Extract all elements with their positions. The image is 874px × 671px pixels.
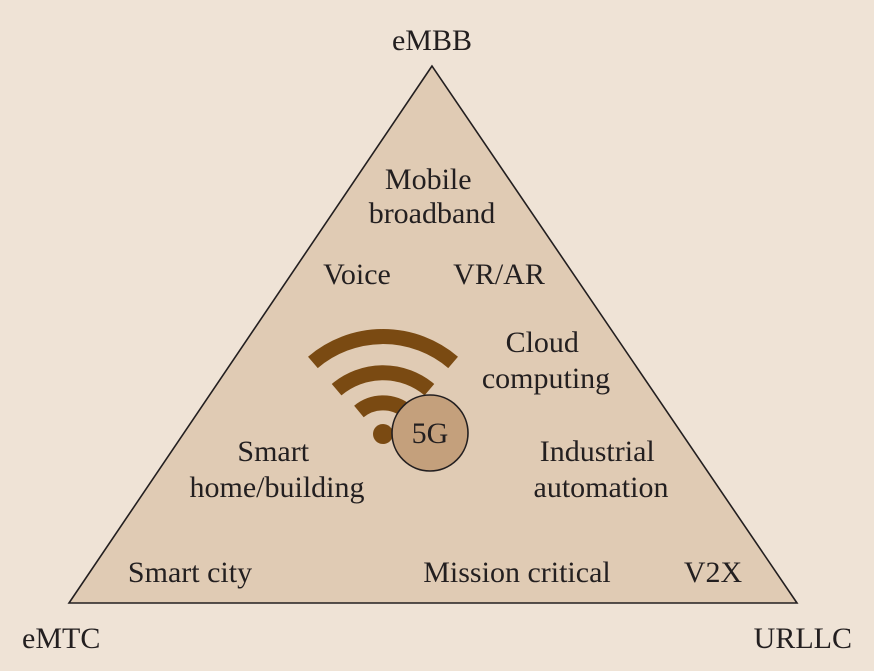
label-smart-city: Smart city: [128, 556, 252, 589]
label-v2x: V2X: [684, 556, 743, 589]
label-mobile-broadband: Mobile broadband: [369, 163, 496, 230]
wifi-dot-icon: [373, 424, 393, 444]
label-smart-home-building: Smart home/building: [190, 435, 365, 504]
label-cloud-computing-line2: computing: [482, 362, 610, 395]
label-mobile-broadband-line2: broadband: [369, 197, 496, 230]
label-cloud-computing: Cloud computing: [482, 326, 610, 395]
label-voice: Voice: [323, 258, 391, 291]
5g-badge: [391, 394, 469, 472]
corner-label-embb: eMBB: [392, 24, 472, 57]
wifi-arc-middle-icon: [331, 365, 435, 396]
wifi-arc-outer-icon: [308, 329, 458, 369]
label-vr-ar: VR/AR: [453, 258, 545, 291]
label-mobile-broadband-line1: Mobile: [385, 163, 472, 196]
usage-triangle: [67, 64, 799, 604]
corner-label-urllc: URLLC: [754, 622, 852, 655]
label-industrial-automation: Industrial automation: [534, 435, 669, 504]
corner-label-emtc: eMTC: [22, 622, 100, 655]
label-mission-critical: Mission critical: [423, 556, 610, 589]
label-industrial-automation-line2: automation: [534, 471, 669, 504]
5g-badge-label: 5G: [412, 417, 449, 450]
label-smart-home-line1: Smart: [237, 435, 309, 468]
label-industrial-automation-line1: Industrial: [540, 435, 655, 468]
label-cloud-computing-line1: Cloud: [506, 326, 579, 359]
label-smart-home-line2: home/building: [190, 471, 365, 504]
